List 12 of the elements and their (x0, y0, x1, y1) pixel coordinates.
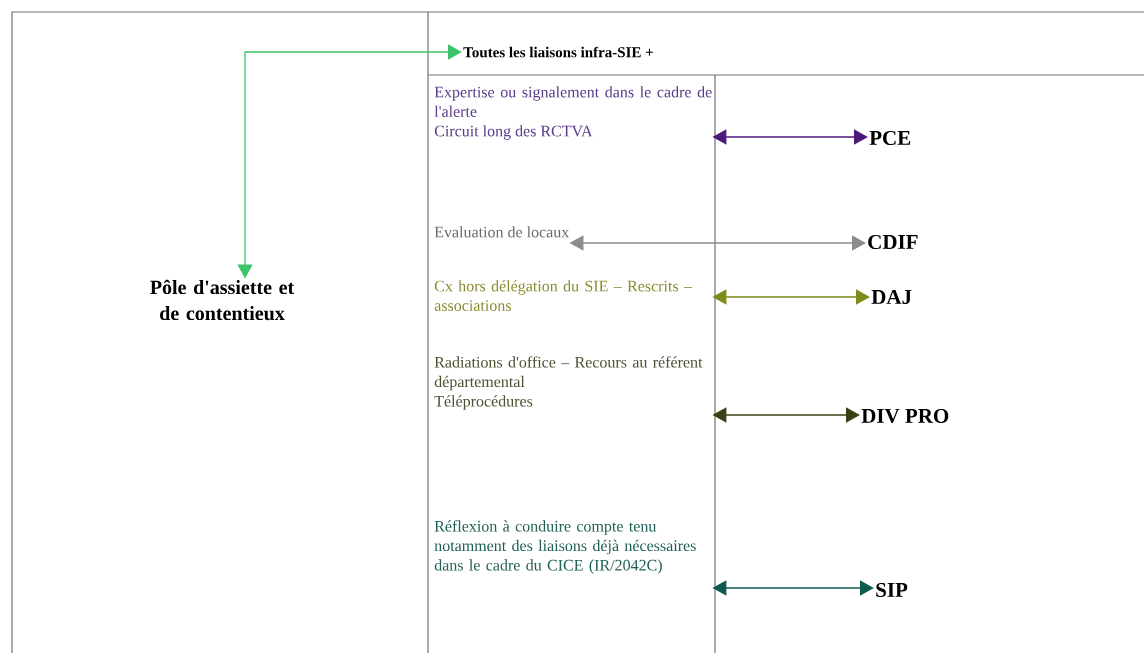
service-label: DIV PRO (861, 408, 949, 424)
task-description: Réflexion à conduire compte tenu notamment des liaisons déjà nécessaires dans le cadre du CICE (IR/2042C) (434, 520, 696, 574)
service-label: PCE (869, 130, 911, 146)
task-description: Cx hors délégation du SIE – Rescrits – associations (434, 280, 693, 311)
header-label: Toutes les liaisons infra-SIE + (463, 46, 653, 58)
service-label: CDIF (868, 234, 918, 250)
task-description: Radiations d'office – Recours au référent départemental Téléprocédures (434, 356, 703, 410)
unit-label: Pôle d'assiette et de contentieux (150, 279, 295, 321)
task-description: Expertise ou signalement dans le cadre de l'alerte Circuit long des RCTVA (434, 86, 712, 140)
service-label: SIP (876, 582, 908, 598)
service-label: DAJ (871, 289, 912, 305)
task-description: Evaluation de locaux (434, 226, 570, 238)
